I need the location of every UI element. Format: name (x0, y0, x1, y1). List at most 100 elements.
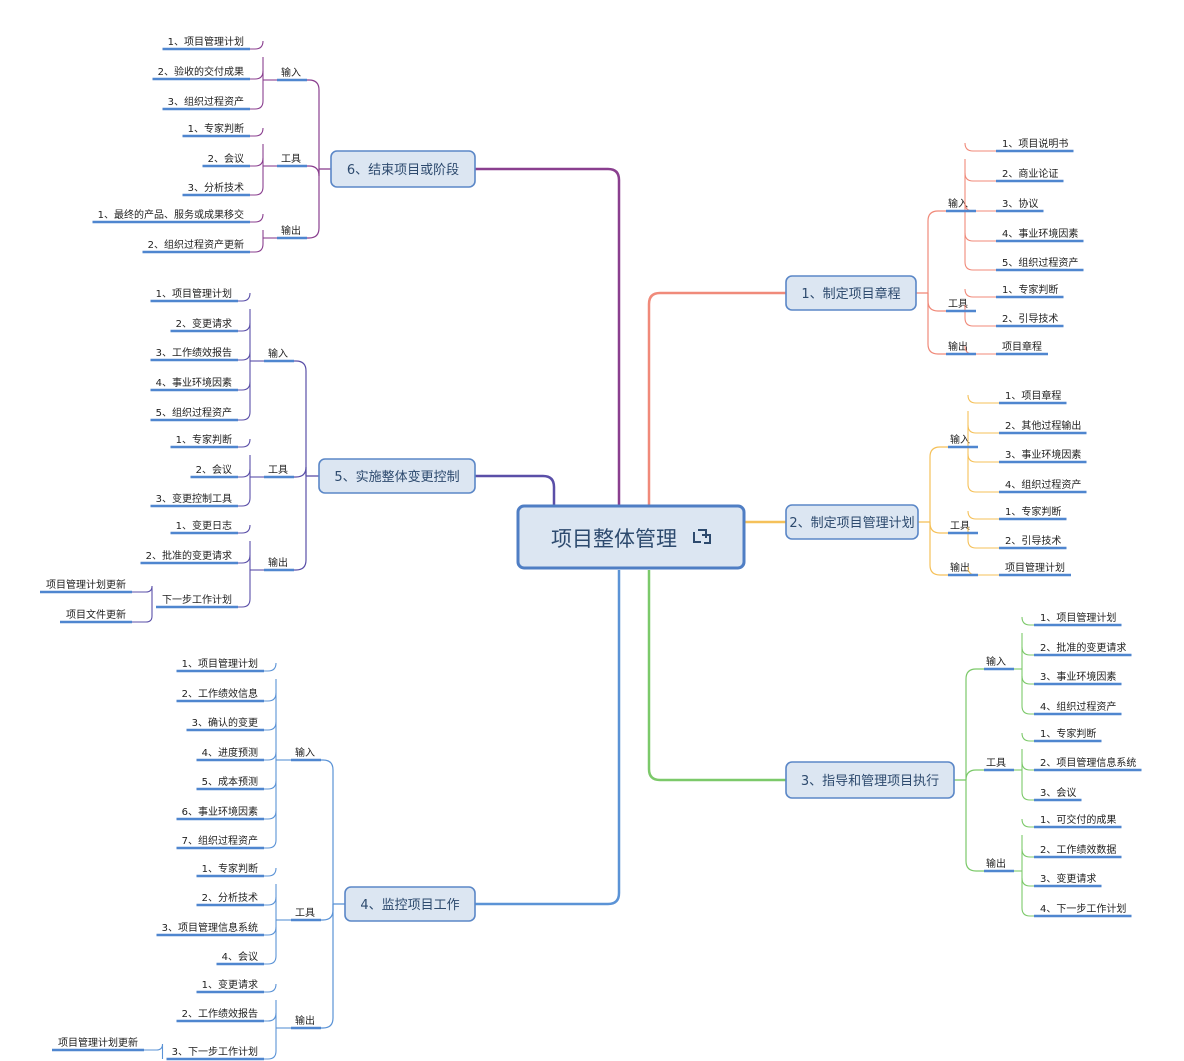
leaf-label: 3、分析技术 (188, 181, 244, 194)
leaf-connector (264, 721, 277, 731)
leaf-label: 1、变更日志 (176, 519, 232, 532)
leaf-connector (238, 351, 251, 361)
leaf-label: 项目文件更新 (66, 608, 126, 621)
leaf-connector (250, 40, 264, 50)
group-connector (965, 769, 984, 781)
leaf-label: 5、组织过程资产 (156, 406, 232, 419)
group-connector (303, 79, 320, 169)
leaf-label: 2、分析技术 (202, 891, 258, 904)
leaf-connector (964, 261, 996, 271)
topic-label: 4、监控项目工作 (360, 898, 459, 913)
leaf-connector (250, 157, 264, 167)
topic-label: 5、实施整体变更控制 (334, 469, 459, 485)
branch-connector (475, 474, 556, 505)
leaf-label: 4、下一步工作计划 (1040, 902, 1126, 915)
leaf-connector (238, 292, 251, 302)
sub-leaf-connector (132, 585, 153, 607)
leaf-connector (964, 172, 996, 182)
group-connector (929, 522, 948, 576)
leaf-label: 1、项目管理计划 (1040, 611, 1116, 624)
leaf-connector (264, 1050, 277, 1060)
leaf-label: 3、会议 (1040, 786, 1076, 799)
leaf-label: 3、工作绩效报告 (156, 346, 232, 359)
leaf-label: 3、项目管理信息系统 (162, 921, 258, 934)
branch-connector (475, 570, 621, 906)
leaf-connector (1021, 791, 1034, 801)
topic-node[interactable] (344, 886, 476, 922)
leaf-connector (1021, 761, 1034, 771)
topic-node[interactable] (330, 150, 476, 188)
group-label: 工具 (948, 298, 968, 310)
group-label: 输出 (986, 857, 1006, 870)
leaf-connector (964, 317, 996, 327)
leaf-label: 3、事业环境因素 (1005, 448, 1081, 461)
leaf-label: 1、专家判断 (176, 433, 232, 446)
leaf-connector (264, 810, 277, 820)
group-connector (317, 759, 334, 904)
topic-node[interactable] (785, 761, 955, 799)
leaf-label: 3、变更请求 (1040, 872, 1096, 885)
group-label: 输出 (268, 556, 288, 569)
leaf-connector (238, 524, 251, 534)
leaf-connector (967, 453, 999, 463)
leaf-label: 1、最终的产品、服务或成果移交 (98, 208, 244, 221)
leaf-connector (1021, 848, 1034, 858)
leaf-label: 5、成本预测 (202, 775, 258, 788)
leaf-label: 1、项目说明书 (1002, 137, 1068, 150)
group-label: 工具 (281, 153, 301, 165)
group-label: 输入 (281, 66, 301, 79)
topic-node[interactable] (785, 275, 917, 311)
root-topic[interactable]: 项目整体管理 (516, 504, 746, 570)
group-connector (290, 466, 307, 478)
leaf-label: 2、会议 (196, 463, 232, 476)
group-connector (927, 293, 946, 355)
leaf-connector (250, 243, 264, 253)
group-label: 输入 (948, 197, 968, 210)
leaf-connector (967, 510, 999, 520)
leaf-label: 2、批准的变更请求 (146, 549, 232, 562)
group-connector (317, 904, 334, 921)
leaf-label: 2、其他过程输出 (1005, 419, 1081, 432)
topic-node[interactable] (785, 504, 919, 540)
group-connector (927, 293, 946, 312)
leaf-label: 2、项目管理信息系统 (1040, 756, 1136, 769)
group-connector (929, 446, 948, 522)
group-label: 输入 (986, 655, 1006, 668)
leaf-connector (250, 127, 264, 137)
root-node-box (516, 504, 746, 570)
group-connector (290, 476, 307, 571)
topic-node[interactable] (318, 458, 476, 494)
leaf-connector (967, 394, 999, 404)
leaf-connector (1021, 675, 1034, 685)
leaf-label: 4、会议 (222, 950, 258, 963)
group-label: 工具 (295, 907, 315, 919)
group-connector (929, 522, 948, 534)
leaf-label: 项目管理计划 (1005, 561, 1065, 574)
leaf-connector (264, 983, 277, 993)
group-connector (927, 210, 946, 293)
leaf-connector (1021, 907, 1034, 917)
leaf-connector (250, 186, 264, 196)
group-connector (290, 360, 307, 476)
leaf-label: 2、验收的交付成果 (158, 65, 244, 78)
leaf-connector (264, 1012, 277, 1022)
link-icon[interactable] (693, 529, 711, 544)
leaf-connector (238, 411, 251, 421)
leaf-label: 4、事业环境因素 (1002, 227, 1078, 240)
leaf-label: 1、项目管理计划 (156, 287, 232, 300)
leaf-label: 2、批准的变更请求 (1040, 641, 1126, 654)
leaf-label: 1、项目管理计划 (168, 35, 244, 48)
leaf-label: 下一步工作计划 (162, 593, 232, 606)
leaf-label: 4、组织过程资产 (1005, 478, 1081, 491)
leaf-connector (238, 497, 251, 507)
group-connector (303, 169, 320, 239)
topic-label: 1、制定项目章程 (801, 286, 900, 302)
leaf-label: 5、组织过程资产 (1002, 256, 1078, 269)
leaf-label: 1、变更请求 (202, 978, 258, 991)
group-label: 输出 (948, 340, 968, 353)
